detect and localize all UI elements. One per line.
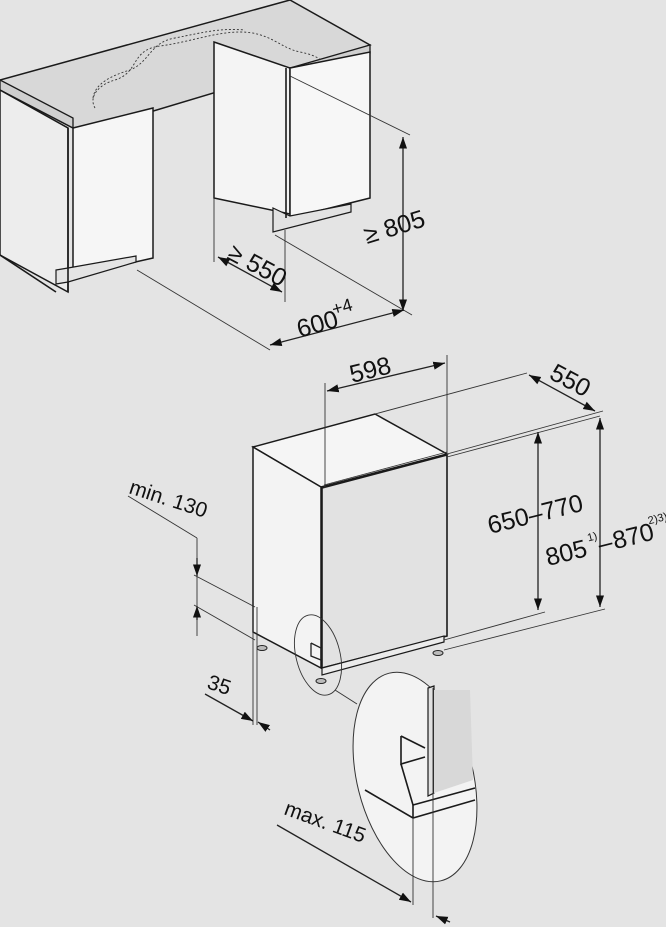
plinth-min-label: min. 130 — [126, 476, 210, 523]
door-height-label: 650–770 — [485, 489, 586, 540]
niche-height-label: ≥ 805 — [361, 205, 429, 250]
total-height-dash: – — [595, 528, 615, 559]
detail-max-label: max. 115 — [281, 797, 369, 848]
plinth-dimensions: min. 130 35 — [126, 476, 271, 732]
appliance-depth-label: 550 — [545, 359, 595, 403]
niche-width-tolerance: +4 — [329, 294, 354, 319]
detail-magnified: max. 115 — [276, 671, 478, 925]
appliance-width-label: 598 — [347, 352, 394, 389]
appliance — [251, 413, 449, 696]
niche-depth-label: ≥ 550 — [223, 239, 291, 293]
niche-cabinets — [0, 0, 372, 294]
total-height-max-note: 2)3) — [647, 511, 666, 527]
total-height-min-note: 1) — [586, 530, 598, 544]
total-height-min: 805 — [543, 535, 590, 572]
